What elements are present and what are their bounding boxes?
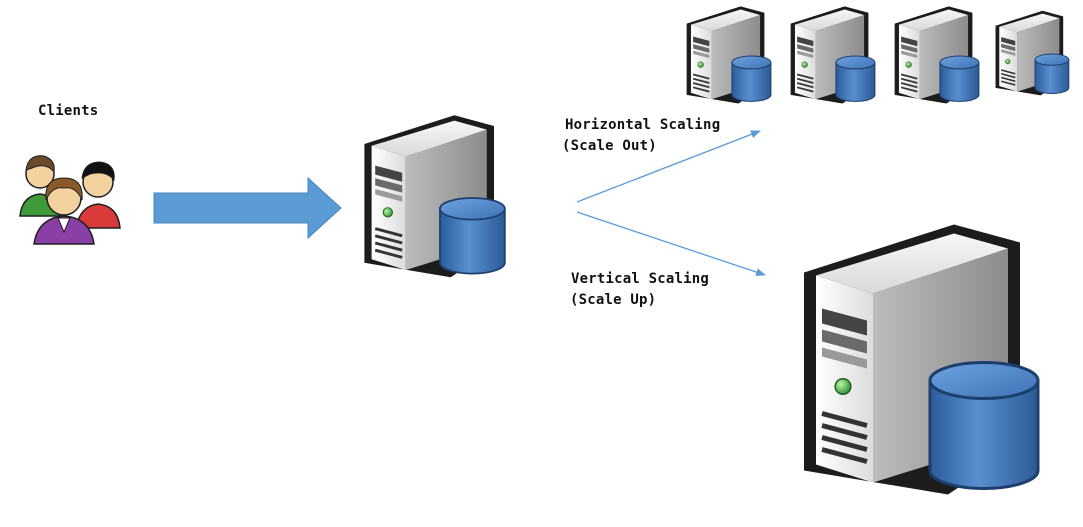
scaled-out-server-icon-4 <box>994 9 1070 97</box>
scaled-out-server-icon-2 <box>789 5 876 105</box>
horizontal-scaling-label: Horizontal Scaling <box>565 117 721 133</box>
scaled-up-server-icon <box>804 225 1038 495</box>
vertical-scaling-arrow <box>576 211 766 276</box>
clients-icon <box>19 155 121 245</box>
scaled-out-server-icon-1 <box>685 5 772 105</box>
vertical-scaling-label: Vertical Scaling <box>571 271 710 287</box>
scaled-out-server-icon-3 <box>893 5 980 105</box>
request-flow-arrow <box>153 176 342 240</box>
clients-label: Clients <box>38 103 99 119</box>
horizontal-scaling-arrow <box>576 130 761 203</box>
central-server-icon <box>362 113 507 279</box>
scale-up-label: (Scale Up) <box>570 292 657 308</box>
scale-out-label: (Scale Out) <box>562 138 657 154</box>
